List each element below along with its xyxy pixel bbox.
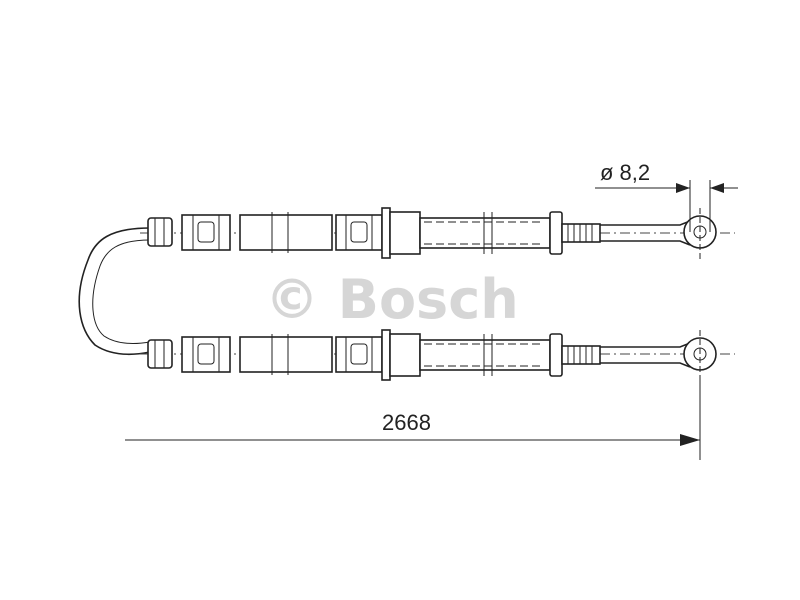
length-label: 2668 (382, 410, 431, 435)
watermark: © Bosch (265, 268, 519, 331)
length-dimension: 2668 (125, 380, 701, 460)
diameter-dimension: ø 8,2 (595, 160, 738, 232)
upper-cable (140, 207, 735, 262)
diameter-label: ø 8,2 (600, 160, 650, 185)
lower-cable (140, 329, 735, 381)
cable-loop (78, 227, 151, 355)
cable-loop-inner (92, 239, 151, 345)
